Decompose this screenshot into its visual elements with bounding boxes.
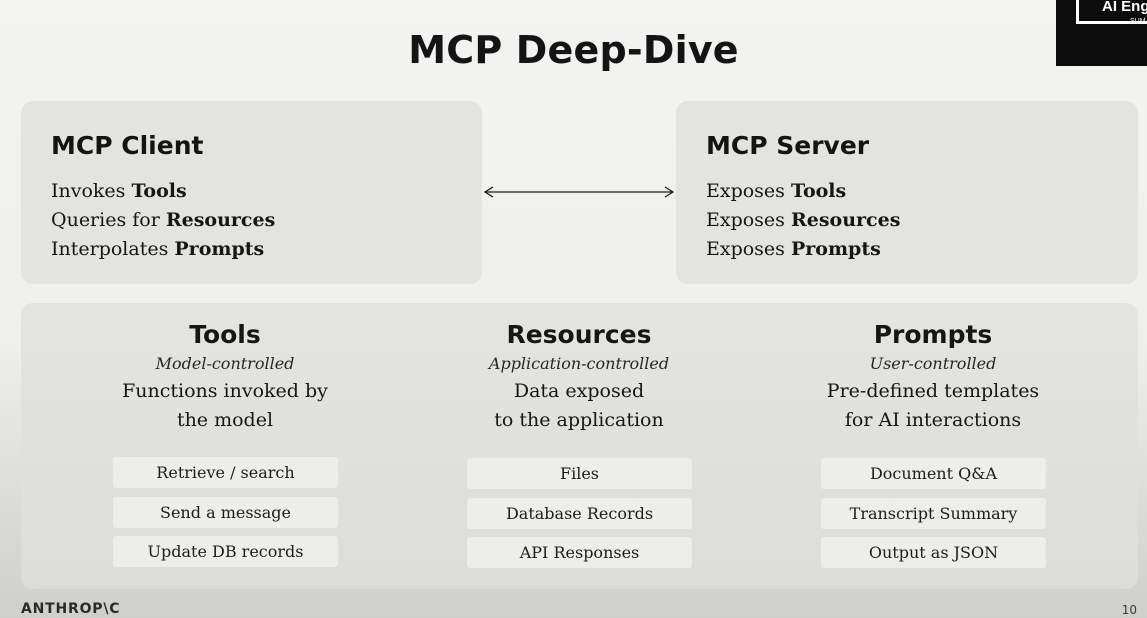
- mcp-server-title: MCP Server: [706, 131, 870, 160]
- tools-description: Functions invoked by the model: [75, 377, 375, 435]
- description-line: Data exposed: [513, 380, 645, 402]
- capability-verb: Exposes: [706, 209, 791, 231]
- tools-example-chip: Update DB records: [113, 536, 338, 567]
- page-number: 10: [1121, 603, 1137, 617]
- event-logo-subtext: SUM: [1130, 18, 1146, 25]
- client-capability-line: Queries for Resources: [51, 206, 275, 235]
- capability-verb: Interpolates: [51, 238, 175, 260]
- capability-verb: Invokes: [51, 180, 132, 202]
- tools-title: Tools: [189, 320, 261, 349]
- server-capability-line: Exposes Resources: [706, 206, 900, 235]
- prompts-column: Prompts User-controlled Pre-defined temp…: [783, 303, 1083, 568]
- tools-control: Model-controlled: [155, 354, 295, 373]
- event-logo: AI Eng SUM: [1056, 0, 1147, 66]
- prompts-title: Prompts: [873, 320, 993, 349]
- prompts-example-chip: Transcript Summary: [821, 497, 1046, 529]
- mcp-client-title: MCP Client: [51, 131, 204, 160]
- resources-example-chip: Files: [467, 458, 692, 489]
- description-line: Functions invoked by: [122, 380, 328, 402]
- slide-title: MCP Deep-Dive: [408, 28, 739, 72]
- tools-examples: Retrieve / search Send a message Update …: [113, 457, 338, 576]
- anthropic-logo: ANTHROP\C: [21, 601, 121, 617]
- tools-example-chip: Retrieve / search: [113, 457, 338, 488]
- capability-object: Resources: [165, 209, 276, 231]
- capability-object: Tools: [131, 180, 187, 202]
- prompts-description: Pre-defined templates for AI interaction…: [783, 377, 1083, 435]
- capability-object: Prompts: [174, 238, 265, 260]
- resources-description: Data exposed to the application: [429, 377, 729, 435]
- bidirectional-arrow-icon: [483, 186, 675, 198]
- prompts-example-chip: Document Q&A: [821, 458, 1046, 489]
- client-capability-line: Interpolates Prompts: [51, 235, 275, 264]
- capability-object: Tools: [790, 180, 847, 202]
- resources-control: Application-controlled: [488, 354, 670, 373]
- resources-examples: Files Database Records API Responses: [467, 458, 692, 577]
- mcp-server-panel: MCP Server Exposes Tools Exposes Resourc…: [676, 101, 1138, 284]
- description-line: the model: [176, 409, 274, 431]
- resources-title: Resources: [506, 320, 652, 349]
- capability-object: Resources: [790, 209, 901, 231]
- resources-column: Resources Application-controlled Data ex…: [429, 303, 729, 568]
- description-line: to the application: [494, 409, 664, 431]
- mcp-client-capabilities: Invokes Tools Queries for Resources Inte…: [51, 177, 275, 264]
- capability-object: Prompts: [790, 238, 881, 260]
- tools-column: Tools Model-controlled Functions invoked…: [75, 303, 375, 567]
- mcp-client-panel: MCP Client Invokes Tools Queries for Res…: [21, 101, 482, 284]
- mcp-server-capabilities: Exposes Tools Exposes Resources Exposes …: [706, 177, 900, 264]
- resources-example-chip: API Responses: [467, 537, 692, 568]
- client-capability-line: Invokes Tools: [51, 177, 275, 206]
- capability-verb: Exposes: [706, 238, 791, 260]
- capability-verb: Exposes: [706, 180, 791, 202]
- resources-example-chip: Database Records: [467, 497, 692, 529]
- server-capability-line: Exposes Tools: [706, 177, 900, 206]
- capability-verb: Queries for: [51, 209, 166, 231]
- event-logo-frame: [1076, 0, 1147, 24]
- prompts-examples: Document Q&A Transcript Summary Output a…: [821, 458, 1046, 577]
- event-logo-text: AI Eng: [1102, 0, 1147, 15]
- description-line: Pre-defined templates: [826, 380, 1040, 402]
- description-line: for AI interactions: [844, 409, 1022, 431]
- prompts-control: User-controlled: [869, 354, 997, 373]
- prompts-example-chip: Output as JSON: [821, 537, 1046, 568]
- server-capability-line: Exposes Prompts: [706, 235, 900, 264]
- primitives-panel: Tools Model-controlled Functions invoked…: [21, 303, 1138, 589]
- tools-example-chip: Send a message: [113, 496, 338, 528]
